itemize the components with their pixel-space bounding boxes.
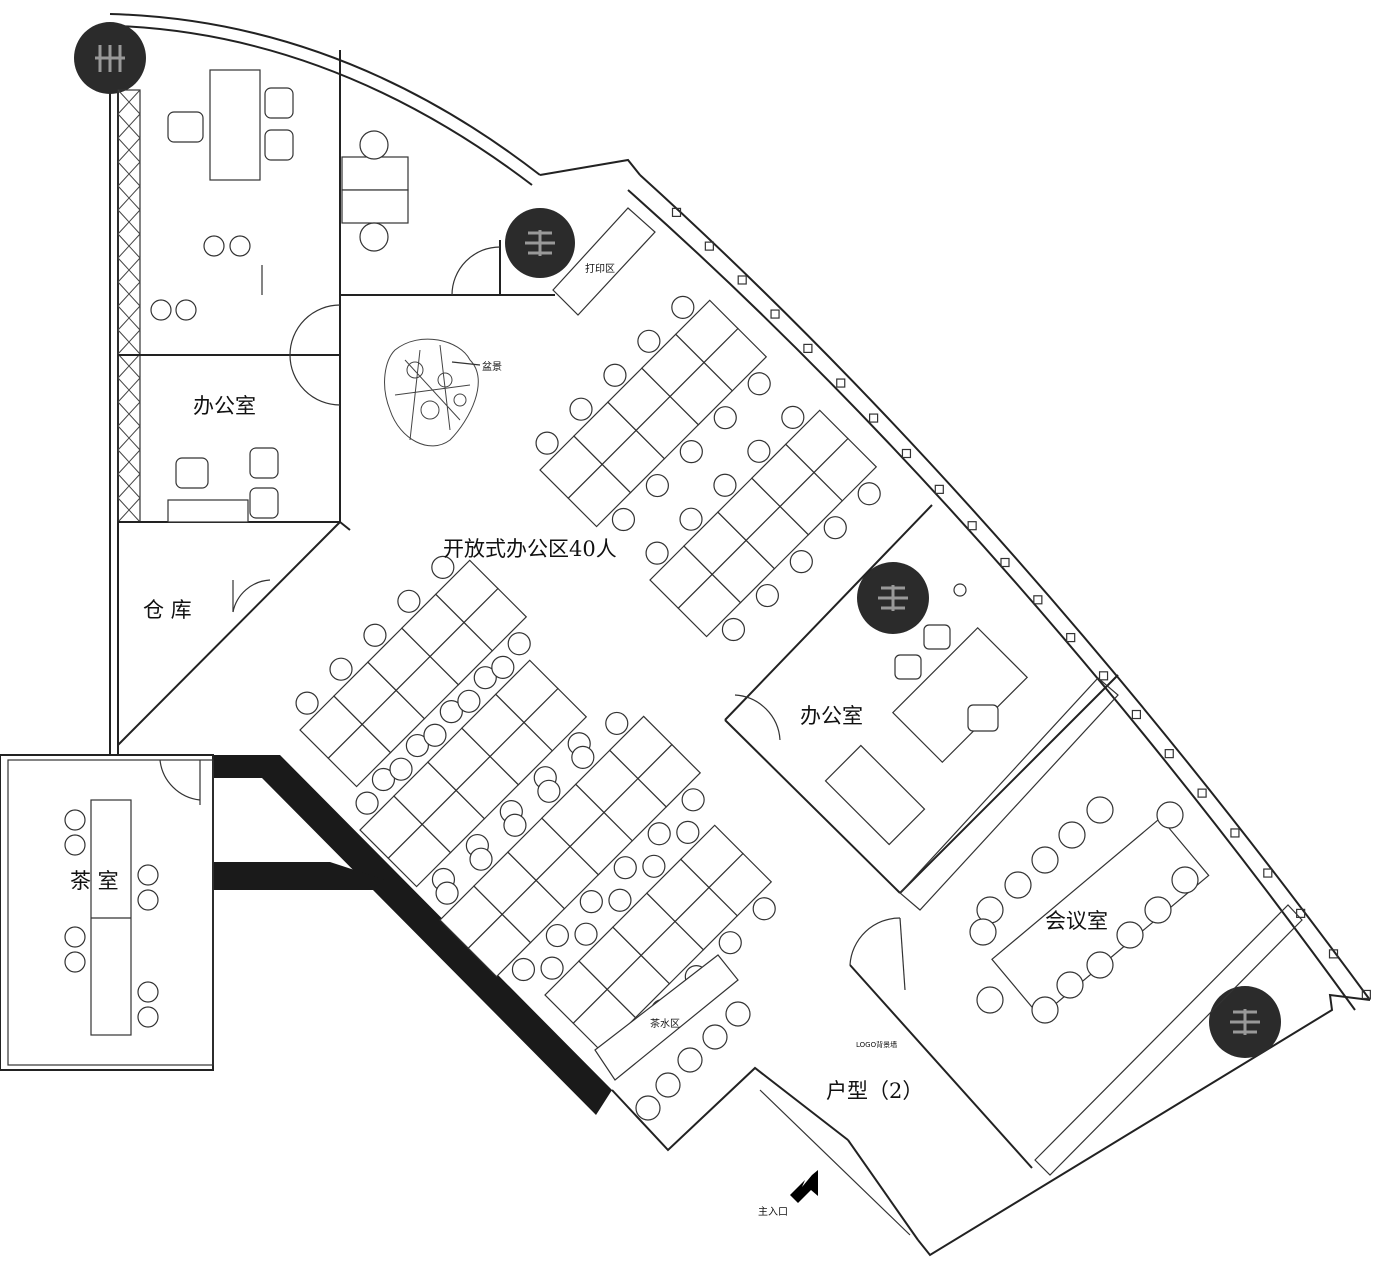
- room-labels: 办公室 仓 库 茶 室 开放式办公区40人 办公室 会议室 户型（2） 打印区 …: [70, 262, 1108, 1218]
- column-2: [505, 208, 575, 278]
- plant: [384, 338, 481, 447]
- small-office-top: [340, 130, 656, 316]
- columns: [74, 22, 1281, 1058]
- meeting-room: [849, 796, 1303, 1176]
- label-office-middle: 办公室: [800, 704, 863, 728]
- label-print-area: 打印区: [585, 262, 615, 275]
- label-tea-water: 茶水区: [650, 1017, 680, 1030]
- left-offices: [117, 50, 351, 746]
- label-logo-wall: LOGO背景墙: [856, 1040, 897, 1049]
- label-open-office: 开放式办公区40人: [443, 537, 617, 561]
- label-office-top: 办公室: [193, 394, 256, 418]
- column-1: [74, 22, 146, 94]
- column-4: [1209, 986, 1281, 1058]
- label-plant: 盆景: [482, 360, 502, 373]
- facade-mullions: [671, 207, 1371, 1000]
- core-walls: [213, 755, 612, 1115]
- label-meeting-room: 会议室: [1045, 909, 1108, 933]
- office-middle: [724, 504, 1119, 911]
- label-tea-room: 茶 室: [70, 869, 119, 893]
- tea-water-area: [594, 954, 849, 1152]
- label-main-entrance: 主入口: [758, 1206, 788, 1218]
- tea-room: [0, 754, 214, 1071]
- workstations: [295, 295, 881, 1057]
- arrow-up-right-icon: [790, 1170, 818, 1203]
- label-warehouse: 仓 库: [143, 598, 192, 622]
- label-unit-type: 户型（2）: [826, 1079, 923, 1103]
- column-3: [857, 562, 929, 634]
